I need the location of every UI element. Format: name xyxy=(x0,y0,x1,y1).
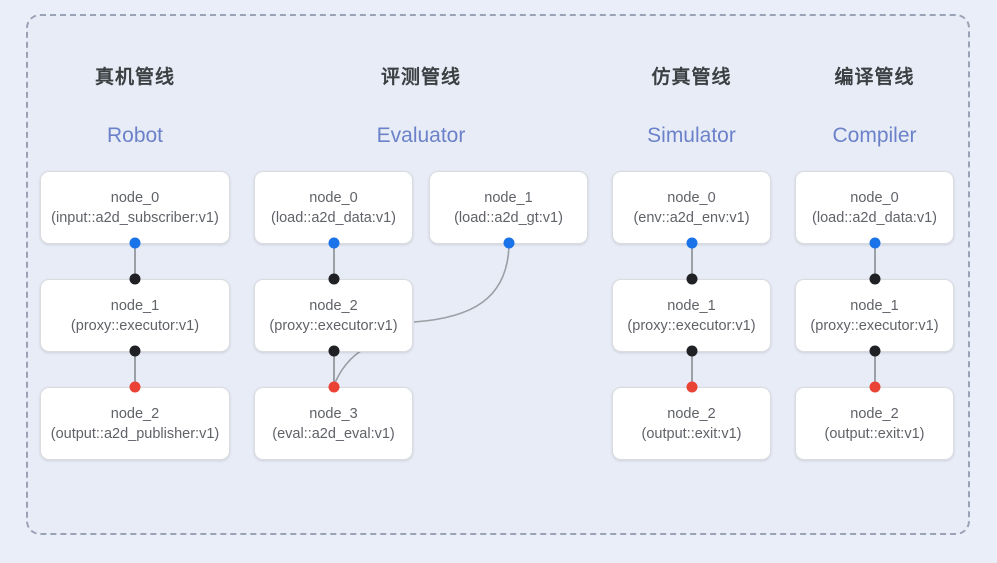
edge-robot-0-1 xyxy=(134,243,136,279)
edge-compiler-1-2 xyxy=(874,351,876,387)
column-title-en-compiler: Compiler xyxy=(832,124,917,147)
node-simulator-1[interactable]: node_1 (proxy::executor:v1) xyxy=(612,279,771,352)
node-robot-0[interactable]: node_0 (input::a2d_subscriber:v1) xyxy=(40,171,230,244)
column-title-cn-robot: 真机管线 xyxy=(94,67,175,88)
port-out-robot-1[interactable] xyxy=(129,345,141,357)
port-out-compiler-0[interactable] xyxy=(869,237,881,249)
node-robot-1[interactable]: node_1 (proxy::executor:v1) xyxy=(40,279,230,352)
port-out-evaluator-2[interactable] xyxy=(328,345,340,357)
port-out-robot-0[interactable] xyxy=(129,237,141,249)
port-out-simulator-1[interactable] xyxy=(686,345,698,357)
port-in-compiler-2[interactable] xyxy=(869,381,881,393)
node-name: node_1 xyxy=(850,297,899,314)
column-title-en-simulator: Simulator xyxy=(647,124,736,147)
node-name: node_0 xyxy=(850,189,899,206)
column-title-cn-compiler: 编译管线 xyxy=(834,67,915,88)
column-title-cn-simulator: 仿真管线 xyxy=(651,67,732,88)
edge-evaluator-0-2 xyxy=(333,243,335,279)
edge-simulator-0-1 xyxy=(691,243,693,279)
node-spec: (input::a2d_subscriber:v1) xyxy=(51,209,219,226)
column-title-cn-evaluator: 评测管线 xyxy=(380,67,461,88)
node-spec: (output::exit:v1) xyxy=(824,425,925,442)
edge-compiler-0-1 xyxy=(874,243,876,279)
node-spec: (load::a2d_data:v1) xyxy=(812,209,937,226)
node-name: node_2 xyxy=(667,405,716,422)
node-name: node_3 xyxy=(309,405,358,422)
node-evaluator-3[interactable]: node_3 (eval::a2d_eval:v1) xyxy=(254,387,413,460)
node-robot-2[interactable]: node_2 (output::a2d_publisher:v1) xyxy=(40,387,230,460)
node-simulator-0[interactable]: node_0 (env::a2d_env:v1) xyxy=(612,171,771,244)
port-in-robot-2[interactable] xyxy=(129,381,141,393)
node-name: node_1 xyxy=(484,189,533,206)
node-spec: (proxy::executor:v1) xyxy=(70,317,200,334)
node-compiler-1[interactable]: node_1 (proxy::executor:v1) xyxy=(795,279,954,352)
port-out-compiler-1[interactable] xyxy=(869,345,881,357)
node-spec: (output::exit:v1) xyxy=(641,425,742,442)
node-spec: (proxy::executor:v1) xyxy=(627,317,756,334)
node-simulator-2[interactable]: node_2 (output::exit:v1) xyxy=(612,387,771,460)
port-out-simulator-0[interactable] xyxy=(686,237,698,249)
node-spec: (eval::a2d_eval:v1) xyxy=(272,425,395,442)
node-name: node_0 xyxy=(110,189,160,206)
node-name: node_0 xyxy=(309,189,358,206)
node-name: node_2 xyxy=(110,405,160,422)
port-in-compiler-1[interactable] xyxy=(869,273,881,285)
port-in-robot-1[interactable] xyxy=(129,273,141,285)
node-spec: (env::a2d_env:v1) xyxy=(633,209,750,226)
node-spec: (proxy::executor:v1) xyxy=(810,317,939,334)
node-compiler-2[interactable]: node_2 (output::exit:v1) xyxy=(795,387,954,460)
node-compiler-0[interactable]: node_0 (load::a2d_data:v1) xyxy=(795,171,954,244)
node-name: node_1 xyxy=(110,297,160,314)
node-evaluator-1[interactable]: node_1 (load::a2d_gt:v1) xyxy=(429,171,588,244)
node-spec: (load::a2d_data:v1) xyxy=(271,209,396,226)
port-in-evaluator-2[interactable] xyxy=(328,273,340,285)
node-spec: (load::a2d_gt:v1) xyxy=(454,209,563,226)
node-spec: (proxy::executor:v1) xyxy=(269,317,398,334)
node-evaluator-2[interactable]: node_2 (proxy::executor:v1) xyxy=(254,279,413,352)
port-out-evaluator-1[interactable] xyxy=(503,237,515,249)
port-in-simulator-2[interactable] xyxy=(686,381,698,393)
node-name: node_2 xyxy=(850,405,899,422)
port-in-evaluator-3[interactable] xyxy=(328,381,340,393)
port-in-simulator-1[interactable] xyxy=(686,273,698,285)
edge-simulator-1-2 xyxy=(691,351,693,387)
node-name: node_2 xyxy=(309,297,358,314)
node-spec: (output::a2d_publisher:v1) xyxy=(50,425,220,442)
column-title-en-evaluator: Evaluator xyxy=(376,124,466,147)
port-out-evaluator-0[interactable] xyxy=(328,237,340,249)
column-title-en-robot: Robot xyxy=(106,124,164,147)
node-name: node_1 xyxy=(667,297,716,314)
node-name: node_0 xyxy=(667,189,716,206)
node-evaluator-0[interactable]: node_0 (load::a2d_data:v1) xyxy=(254,171,413,244)
edge-robot-1-2 xyxy=(134,351,136,387)
